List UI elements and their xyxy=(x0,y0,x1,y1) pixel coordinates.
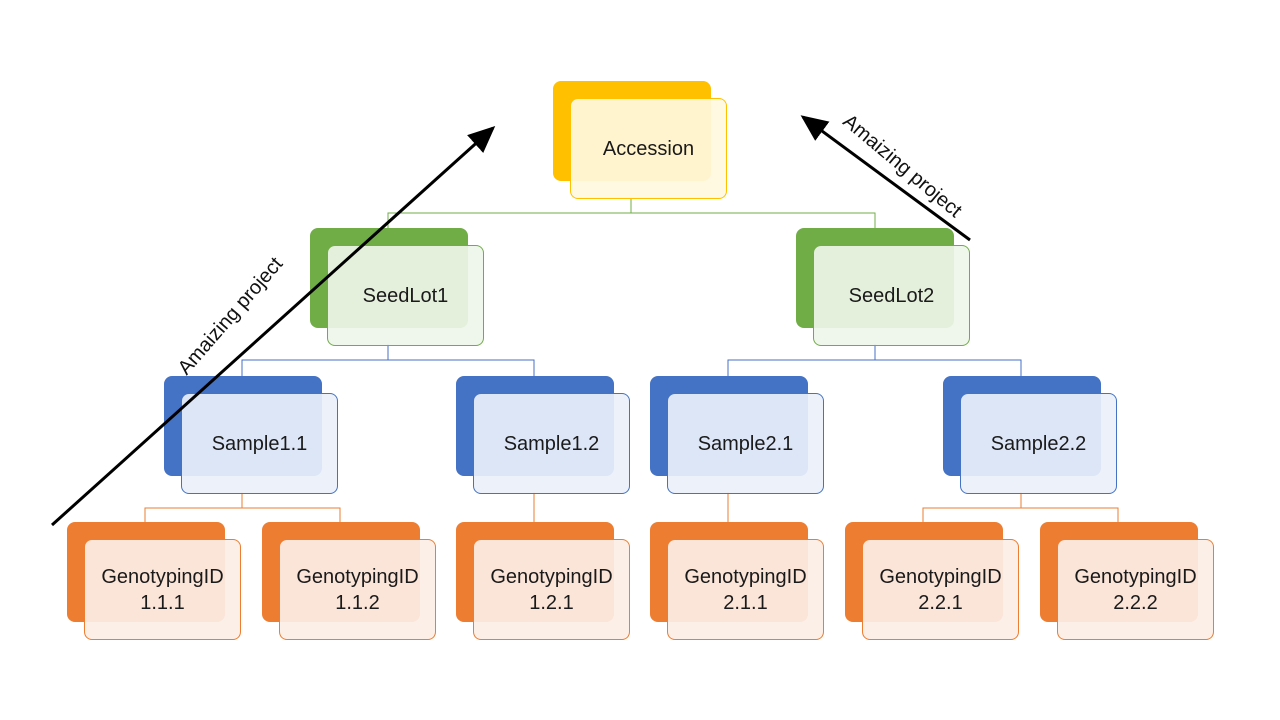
node-sample11-front: Sample1.1 xyxy=(181,393,338,494)
node-sample12-label: Sample1.2 xyxy=(503,432,600,455)
node-sample22: Sample2.2 xyxy=(943,376,1119,496)
node-g211-front: GenotypingID 2.1.1 xyxy=(667,539,824,640)
node-g221-front: GenotypingID 2.2.1 xyxy=(862,539,1019,640)
node-sample21-front: Sample2.1 xyxy=(667,393,824,494)
node-sample11: Sample1.1 xyxy=(164,376,340,496)
connector-accession-seedlot2 xyxy=(631,212,876,228)
node-g121-front: GenotypingID 1.2.1 xyxy=(473,539,630,640)
node-genotyping-1-1-1: GenotypingID 1.1.1 xyxy=(67,522,243,642)
node-g221-label: GenotypingID 2.2.1 xyxy=(879,565,1002,614)
node-g112-label: GenotypingID 1.1.2 xyxy=(296,565,419,614)
node-sample21-label: Sample2.1 xyxy=(697,432,794,455)
node-g111-front: GenotypingID 1.1.1 xyxy=(84,539,241,640)
node-sample22-front: Sample2.2 xyxy=(960,393,1117,494)
node-genotyping-2-2-2: GenotypingID 2.2.2 xyxy=(1040,522,1216,642)
node-g211-label: GenotypingID 2.1.1 xyxy=(684,565,807,614)
tree-connectors xyxy=(144,198,1119,522)
arrow-right-line xyxy=(800,115,971,242)
node-seedlot2-label: SeedLot2 xyxy=(848,284,935,307)
node-g222-front: GenotypingID 2.2.2 xyxy=(1057,539,1214,640)
node-g222-label: GenotypingID 2.2.2 xyxy=(1074,565,1197,614)
node-sample11-label: Sample1.1 xyxy=(211,432,308,455)
node-accession-label: Accession xyxy=(602,137,695,160)
connector-sample22-g221 xyxy=(922,492,1022,522)
node-sample12-front: Sample1.2 xyxy=(473,393,630,494)
node-genotyping-2-1-1: GenotypingID 2.1.1 xyxy=(650,522,826,642)
node-seedlot1-label: SeedLot1 xyxy=(362,284,449,307)
node-seedlot1: SeedLot1 xyxy=(310,228,486,348)
node-genotyping-1-2-1: GenotypingID 1.2.1 xyxy=(456,522,632,642)
node-g121-label: GenotypingID 1.2.1 xyxy=(490,565,613,614)
connector-sample11-g111 xyxy=(144,492,243,522)
node-genotyping-1-1-2: GenotypingID 1.1.2 xyxy=(262,522,438,642)
connector-sample11-g112 xyxy=(242,507,341,522)
connector-seedlot2-sample22 xyxy=(875,359,1022,376)
connector-seedlot2-sample21 xyxy=(727,344,876,376)
node-g111-label: GenotypingID 1.1.1 xyxy=(101,565,224,614)
node-seedlot2: SeedLot2 xyxy=(796,228,972,348)
node-accession-front: Accession xyxy=(570,98,727,199)
connector-sample22-g222 xyxy=(1021,507,1119,522)
node-sample21: Sample2.1 xyxy=(650,376,826,496)
connector-seedlot1-sample12 xyxy=(388,359,535,376)
node-accession: Accession xyxy=(553,81,729,201)
node-seedlot2-front: SeedLot2 xyxy=(813,245,970,346)
node-g112-front: GenotypingID 1.1.2 xyxy=(279,539,436,640)
arrow-left-line xyxy=(50,125,496,527)
node-seedlot1-front: SeedLot1 xyxy=(327,245,484,346)
node-genotyping-2-2-1: GenotypingID 2.2.1 xyxy=(845,522,1021,642)
connector-accession-seedlots xyxy=(387,198,632,228)
node-sample22-label: Sample2.2 xyxy=(990,432,1087,455)
node-sample12: Sample1.2 xyxy=(456,376,632,496)
connector-seedlot1-sample11 xyxy=(241,344,389,376)
